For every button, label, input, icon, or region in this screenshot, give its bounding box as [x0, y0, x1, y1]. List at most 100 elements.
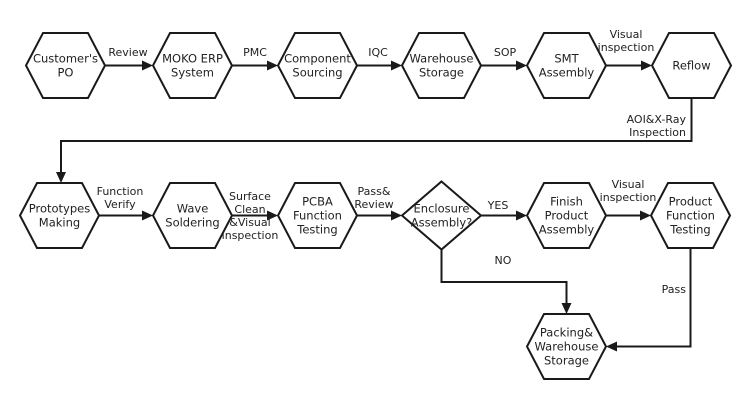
- process-hexagon: [276, 32, 359, 99]
- process-hexagon: [650, 32, 733, 99]
- arrowhead-icon: [516, 210, 527, 221]
- edge-label-line: Pass: [662, 283, 687, 296]
- arrowhead-icon: [391, 60, 402, 71]
- node-label-line: Customer's: [33, 52, 98, 66]
- edge-label-line: NO: [495, 254, 512, 267]
- arrowhead-icon: [641, 60, 652, 71]
- edge-wave-soldering-to-pcba-function-testing: [232, 210, 278, 221]
- process-hexagon: [151, 32, 234, 99]
- node-label-line: Product: [545, 209, 589, 223]
- node-label-line: Prototypes: [29, 202, 90, 216]
- edge-customer-po-to-moko-erp: [105, 60, 153, 71]
- edge-label-line: YES: [487, 199, 509, 212]
- process-hexagon: [525, 32, 608, 99]
- node-label-line: Warehouse: [535, 340, 599, 354]
- connector-line: [617, 248, 692, 348]
- edge-finish-product-assembly-to-product-function-testing: [606, 210, 651, 221]
- edge-label-line: Verify: [104, 198, 136, 211]
- edge-label: NO: [495, 254, 512, 267]
- edge-pcba-function-testing-to-enclosure-assembly: [357, 210, 402, 221]
- node-label-line: Sourcing: [292, 66, 342, 80]
- edge-label-line: Pass&: [358, 185, 391, 198]
- node-label-line: Function: [293, 209, 342, 223]
- edge-component-sourcing-to-warehouse-storage: [357, 60, 402, 71]
- edge-enclosure-assembly-to-packing-warehouse: [440, 250, 572, 314]
- node-label-line: Assembly: [539, 223, 595, 237]
- node-label-line: Wave: [177, 202, 209, 216]
- node-customer-po: Customer'sPO: [24, 32, 107, 99]
- edges-layer: [56, 60, 693, 352]
- edge-label: PMC: [243, 46, 267, 59]
- node-label-line: Finish: [550, 195, 583, 209]
- edge-label-line: inspection: [598, 41, 655, 54]
- edge-smt-assembly-to-reflow: [606, 60, 652, 71]
- node-label-line: Assembly?: [411, 216, 473, 230]
- process-hexagon: [18, 182, 101, 249]
- arrowhead-icon: [56, 172, 66, 183]
- node-label-line: PO: [58, 66, 74, 80]
- node-label-line: MOKO ERP: [162, 52, 223, 66]
- node-label-line: Reflow: [672, 59, 710, 73]
- edge-label-line: Surface: [229, 190, 271, 203]
- process-hexagon: [400, 32, 483, 99]
- node-label-line: Function: [666, 209, 715, 223]
- process-hexagon: [151, 182, 234, 249]
- arrowhead-icon: [516, 60, 527, 71]
- edge-label-line: inspection: [222, 229, 279, 242]
- node-label-line: Product: [669, 195, 713, 209]
- process-hexagon: [276, 182, 359, 249]
- node-reflow: Reflow: [650, 32, 733, 99]
- process-hexagon: [525, 313, 608, 380]
- edge-label-line: IQC: [368, 46, 388, 59]
- edge-reflow-to-prototypes-making: [56, 98, 693, 183]
- node-label-line: System: [171, 66, 214, 80]
- node-label-line: Storage: [544, 354, 589, 368]
- node-label-line: Making: [39, 216, 80, 230]
- arrowhead-icon: [391, 210, 402, 221]
- edge-warehouse-storage-to-smt-assembly: [481, 60, 527, 71]
- arrowhead-icon: [606, 341, 617, 352]
- node-label-line: SMT: [554, 52, 579, 66]
- edge-label-line: Visual: [612, 178, 645, 191]
- node-label-line: Storage: [419, 66, 464, 80]
- edge-label: SOP: [494, 46, 517, 59]
- arrowhead-icon: [142, 210, 153, 221]
- node-label-line: PCBA: [302, 195, 333, 209]
- edge-label-line: Clean: [234, 203, 265, 216]
- node-label-line: Warehouse: [410, 52, 474, 66]
- edge-label-line: Review: [108, 46, 147, 59]
- connector-line: [60, 98, 693, 172]
- edge-label: IQC: [368, 46, 388, 59]
- node-label-line: Soldering: [165, 216, 219, 230]
- edge-label-line: AOI&X-Ray: [627, 113, 687, 126]
- edge-label: Pass&Review: [354, 185, 393, 211]
- edge-enclosure-assembly-to-finish-product-assembly: [481, 210, 527, 221]
- edge-label-line: Review: [354, 198, 393, 211]
- process-hexagon: [525, 182, 608, 249]
- node-label-line: Testing: [669, 223, 710, 237]
- node-label-line: Enclosure: [414, 202, 470, 216]
- node-label-line: Assembly: [539, 66, 595, 80]
- edge-label-line: &Visual: [229, 216, 270, 229]
- edge-label-line: Inspection: [629, 126, 686, 139]
- node-label-line: Component: [284, 52, 351, 66]
- edge-label-line: PMC: [243, 46, 267, 59]
- arrowhead-icon: [640, 210, 651, 221]
- edge-prototypes-making-to-wave-soldering: [99, 210, 153, 221]
- arrowhead-icon: [561, 303, 572, 314]
- process-hexagon: [24, 32, 107, 99]
